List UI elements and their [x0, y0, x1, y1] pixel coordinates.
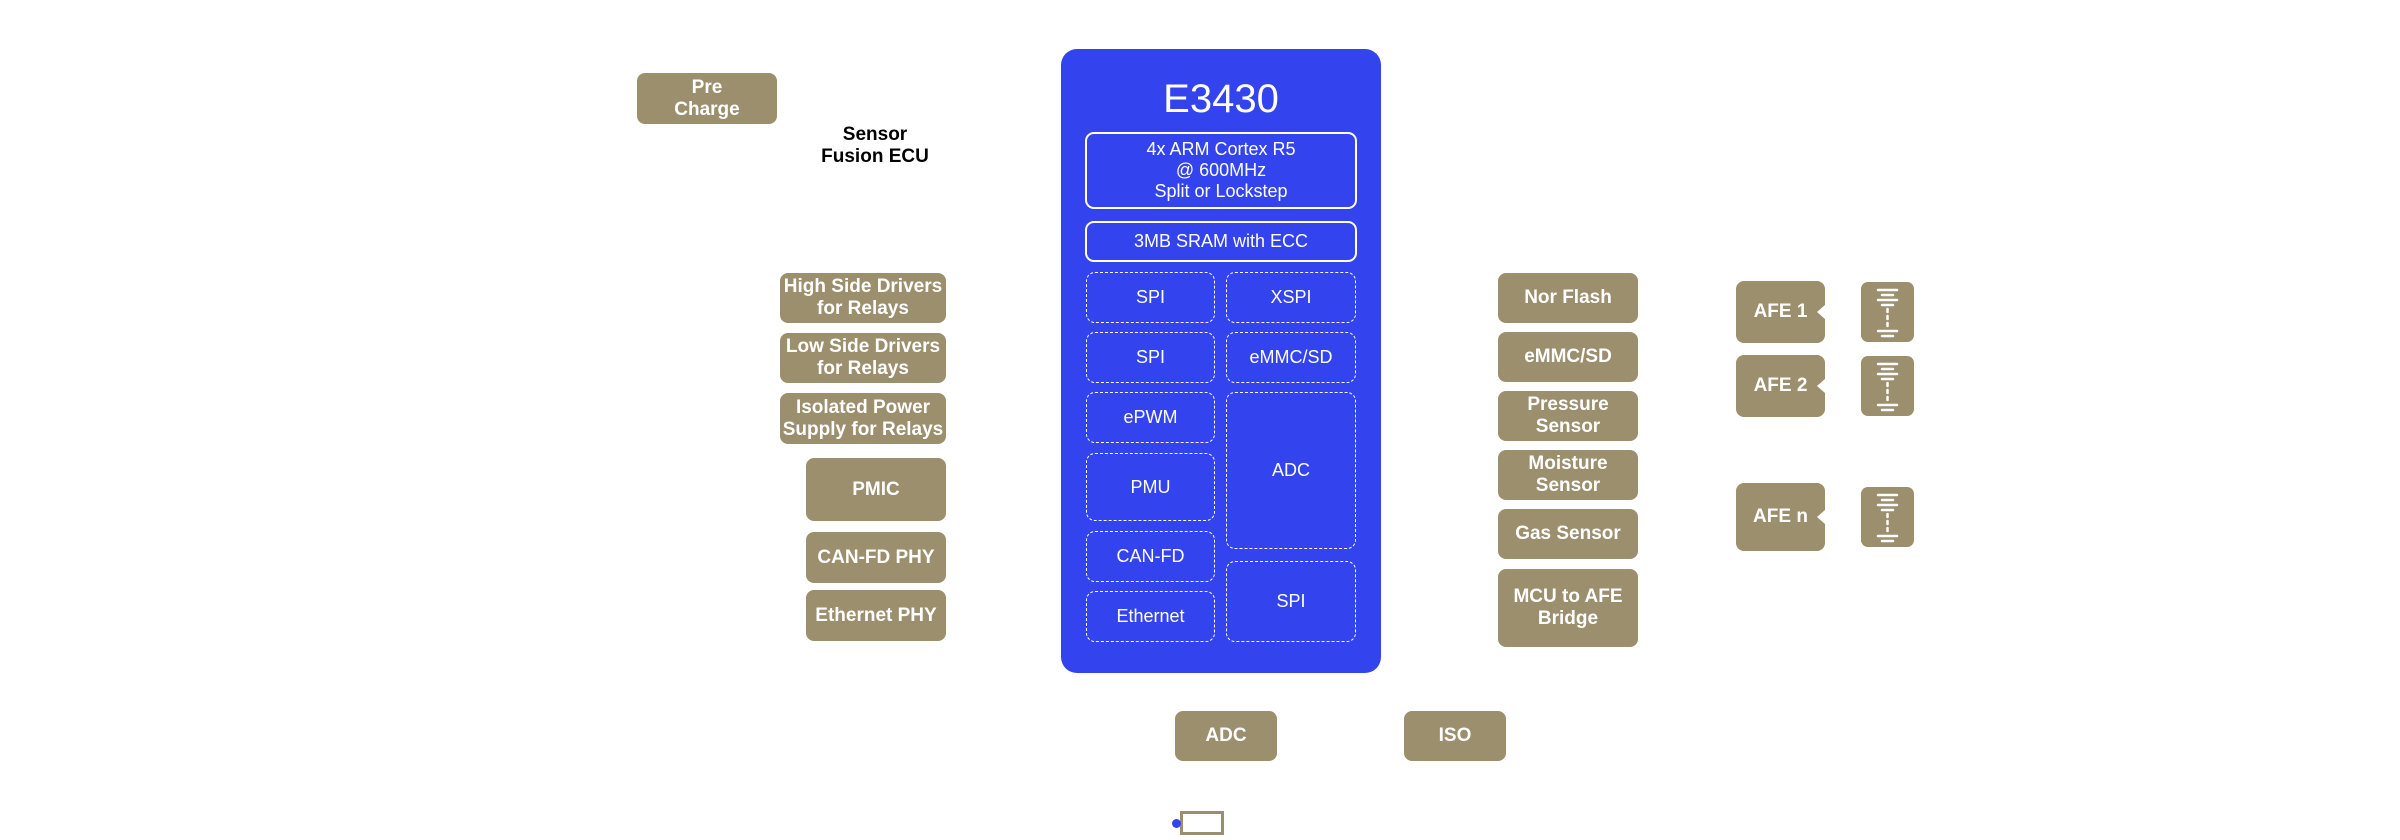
afe-1-block: AFE 1 [1736, 281, 1825, 343]
adc-peripheral-block: ADC [1226, 392, 1356, 549]
afe-1-connector-notch [1817, 305, 1825, 319]
battery-stack-icon [1861, 356, 1914, 416]
iso-block: ISO [1404, 711, 1506, 761]
diagram-title: Sensor Fusion ECU [821, 124, 929, 167]
moisture-sensor-block: Moisture Sensor [1498, 450, 1638, 500]
pmic-block: PMIC [806, 458, 946, 521]
adc-block: ADC [1175, 711, 1277, 761]
pmu-block: PMU [1086, 453, 1215, 521]
high-side-drivers-block: High Side Drivers for Relays [780, 273, 946, 323]
afe-2-block: AFE 2 [1736, 355, 1825, 417]
epwm-block: ePWM [1086, 392, 1215, 443]
pressure-sensor-block: Pressure Sensor [1498, 391, 1638, 441]
afe-n-connector-notch [1817, 510, 1825, 524]
emmc-sd-peripheral-block: eMMC/SD [1226, 332, 1356, 383]
sram-block: 3MB SRAM with ECC [1085, 221, 1357, 262]
afe-n-block: AFE n [1736, 483, 1825, 551]
emmc-sd-block: eMMC/SD [1498, 332, 1638, 382]
mcu-to-afe-bridge-block: MCU to AFE Bridge [1498, 569, 1638, 647]
pre-charge-block: Pre Charge [637, 73, 777, 124]
gas-sensor-block: Gas Sensor [1498, 509, 1638, 559]
battery-stack-icon [1861, 282, 1914, 342]
cpu-block: 4x ARM Cortex R5 @ 600MHz Split or Locks… [1085, 132, 1357, 209]
spi-block-1: SPI [1086, 272, 1215, 323]
connector-rectangle [1180, 811, 1224, 835]
isolated-power-supply-block: Isolated Power Supply for Relays [780, 393, 946, 444]
spi-block-2: SPI [1086, 332, 1215, 383]
afe-2-connector-notch [1817, 379, 1825, 393]
battery-stack-icon [1861, 487, 1914, 547]
ethernet-phy-block: Ethernet PHY [806, 590, 946, 641]
xspi-block: XSPI [1226, 272, 1356, 323]
can-fd-peripheral-block: CAN-FD [1086, 531, 1215, 582]
mcu-name: E3430 [1163, 77, 1279, 121]
connector-dot [1172, 819, 1181, 828]
can-fd-phy-block: CAN-FD PHY [806, 532, 946, 583]
ethernet-peripheral-block: Ethernet [1086, 591, 1215, 642]
mcu-chip: E3430 4x ARM Cortex R5 @ 600MHz Split or… [1061, 49, 1381, 673]
nor-flash-block: Nor Flash [1498, 273, 1638, 323]
low-side-drivers-block: Low Side Drivers for Relays [780, 333, 946, 383]
spi-block-3: SPI [1226, 561, 1356, 642]
